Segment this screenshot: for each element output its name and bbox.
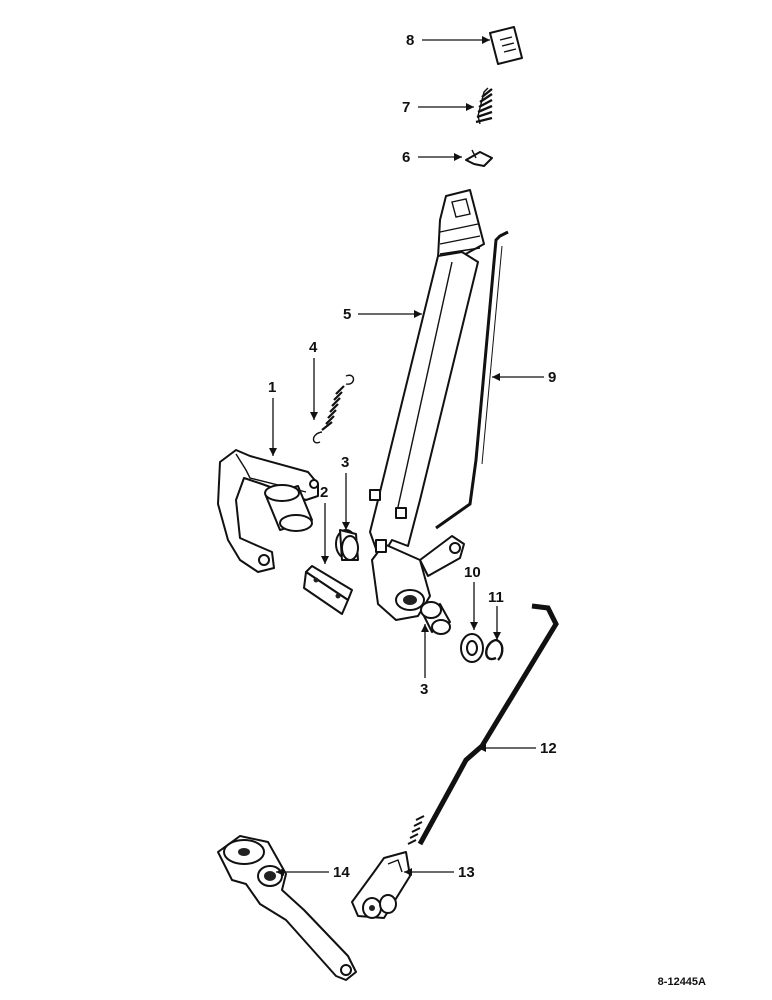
svg-text:7: 7	[402, 99, 410, 116]
part-9-rod	[435, 230, 509, 530]
svg-text:14: 14	[333, 864, 350, 881]
svg-text:8: 8	[406, 32, 414, 49]
part-14-arm	[217, 835, 357, 981]
callout-1: 1	[268, 379, 277, 456]
part-10-washer	[460, 633, 484, 663]
part-7-spring	[475, 87, 493, 125]
svg-text:12: 12	[540, 740, 557, 757]
part-11-snap-ring	[485, 638, 504, 661]
callout-13: 13	[404, 864, 475, 881]
callout-3-upper: 3	[341, 454, 350, 530]
callout-9: 9	[492, 369, 556, 386]
callout-4: 4	[309, 339, 318, 420]
part-4-spring	[312, 374, 355, 444]
callout-10: 10	[464, 564, 481, 630]
callout-7: 7	[402, 99, 474, 116]
part-2-plate	[303, 565, 353, 615]
svg-text:3: 3	[341, 454, 349, 471]
svg-text:4: 4	[309, 339, 318, 356]
callout-6: 6	[402, 149, 462, 166]
callout-11: 11	[488, 589, 504, 640]
part-1-bracket	[217, 449, 319, 573]
part-6-clip	[465, 149, 493, 167]
part-3-bushing-lower	[420, 601, 451, 635]
part-5-lever	[369, 189, 485, 621]
svg-text:10: 10	[464, 564, 481, 581]
callout-2: 2	[320, 484, 329, 564]
callout-8: 8	[406, 32, 490, 49]
svg-text:3: 3	[420, 681, 428, 698]
svg-text:9: 9	[548, 369, 556, 386]
part-13-clevis	[351, 851, 411, 919]
svg-text:6: 6	[402, 149, 410, 166]
callout-14: 14	[276, 864, 350, 881]
part-3-bushing-upper	[335, 529, 359, 561]
callout-3-lower: 3	[420, 624, 429, 698]
callout-12: 12	[478, 740, 557, 757]
svg-text:11: 11	[488, 589, 504, 606]
svg-text:5: 5	[343, 306, 351, 323]
drawing-number: 8-12445A	[658, 976, 706, 988]
svg-text:2: 2	[320, 484, 328, 501]
svg-text:13: 13	[458, 864, 475, 881]
callout-5: 5	[343, 306, 422, 323]
part-8-knob	[489, 26, 523, 65]
svg-text:1: 1	[268, 379, 276, 396]
